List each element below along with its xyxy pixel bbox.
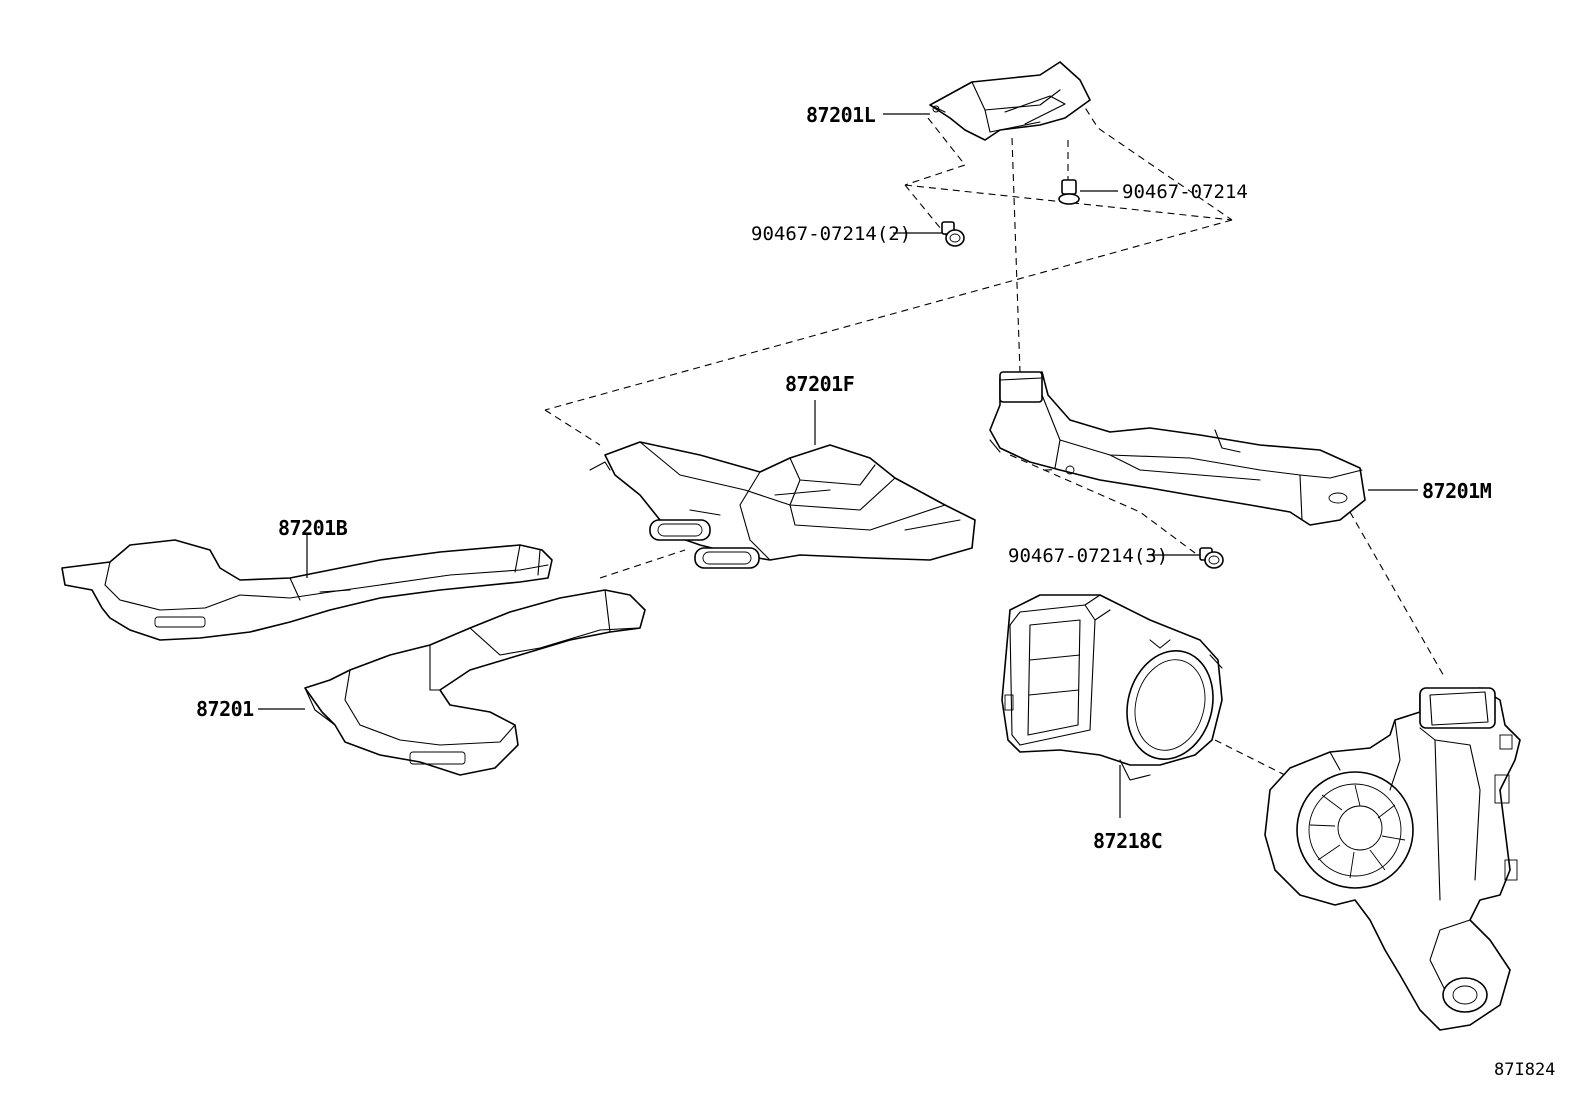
part-87201F-drawing[interactable] xyxy=(589,441,976,569)
label-87201F: 87201F xyxy=(785,372,854,396)
diagram-code: 87I824 xyxy=(1494,1060,1555,1080)
label-bolt-top-left: 90467-07214(2) xyxy=(751,223,911,245)
label-87201: 87201 xyxy=(196,697,254,721)
part-87201L-drawing[interactable] xyxy=(929,61,1091,141)
label-87201M: 87201M xyxy=(1422,479,1492,503)
part-87201M-drawing[interactable] xyxy=(989,371,1366,526)
blower-unit-drawing xyxy=(1264,687,1521,1031)
part-87201-drawing[interactable] xyxy=(304,589,646,776)
part-87218C-drawing[interactable] xyxy=(1001,594,1225,781)
bolt-top-left-drawing xyxy=(941,221,965,247)
label-87201L: 87201L xyxy=(806,103,876,127)
label-87218C: 87218C xyxy=(1093,829,1162,853)
bolt-top-right-drawing xyxy=(1058,179,1080,205)
label-bolt-top-right: 90467-07214 xyxy=(1122,181,1248,203)
bolt-middle-drawing xyxy=(1199,547,1224,569)
part-87201B-drawing[interactable] xyxy=(61,539,553,641)
leader-lines xyxy=(258,113,1418,818)
label-bolt-middle: 90467-07214(3) xyxy=(1008,545,1168,567)
label-87201B: 87201B xyxy=(278,516,348,540)
labels: 87201L 90467-07214 90467-07214(2) 87201F… xyxy=(196,103,1555,1080)
